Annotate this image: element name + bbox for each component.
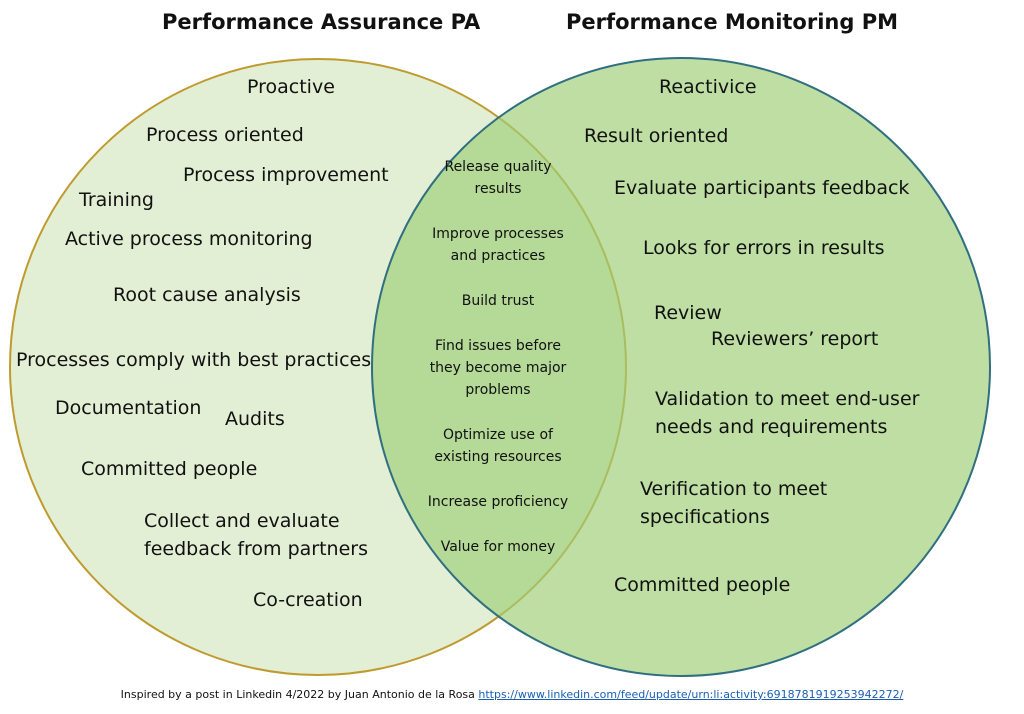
overlap-item-increase-proficiency: Increase proficiency — [427, 494, 569, 510]
left-item-audits: Audits — [225, 408, 285, 430]
left-item-root-cause-analysis: Root cause analysis — [113, 284, 301, 306]
right-item-looks-for-errors: Looks for errors in results — [643, 237, 885, 259]
overlap-item-find-issues-line3: problems — [465, 382, 531, 398]
overlap-item-improve-processes-line2: and practices — [450, 248, 546, 264]
left-item-committed-people: Committed people — [81, 458, 258, 480]
left-item-active-process-monitoring: Active process monitoring — [65, 228, 313, 250]
left-item-process-improvement: Process improvement — [183, 164, 389, 186]
overlap-item-find-issues-line2: they become major — [429, 360, 567, 376]
right-title: Performance Monitoring PM — [566, 10, 898, 34]
footer-text: Inspired by a post in Linkedin 4/2022 by… — [120, 688, 475, 701]
right-item-validation-line2: needs and requirements — [655, 416, 888, 438]
left-item-collect-evaluate-line2: feedback from partners — [144, 538, 368, 560]
left-item-documentation: Documentation — [55, 397, 202, 419]
right-item-validation-line1: Validation to meet end-user — [655, 388, 920, 410]
left-title: Performance Assurance PA — [162, 10, 481, 34]
right-item-result-oriented: Result oriented — [584, 125, 729, 147]
right-item-reviewers-report: Reviewers’ report — [711, 328, 879, 350]
right-item-verification-line1: Verification to meet — [640, 478, 828, 500]
left-item-training: Training — [79, 189, 154, 211]
overlap-item-improve-processes-line1: Improve processes — [432, 226, 564, 242]
footer-link[interactable]: https://www.linkedin.com/feed/update/urn… — [478, 688, 904, 701]
right-item-review: Review — [654, 302, 722, 324]
left-item-best-practices: Processes comply with best practices — [16, 349, 372, 371]
right-item-evaluate-feedback: Evaluate participants feedback — [614, 177, 910, 199]
left-item-process-oriented: Process oriented — [146, 124, 304, 146]
overlap-item-optimize-line2: existing resources — [434, 449, 562, 465]
left-item-co-creation: Co-creation — [253, 589, 363, 611]
overlap-item-value-for-money: Value for money — [440, 539, 556, 555]
overlap-item-build-trust: Build trust — [461, 293, 535, 309]
overlap-item-optimize-line1: Optimize use of — [443, 427, 553, 443]
overlap-item-release-quality-line1: Release quality — [444, 159, 552, 175]
performance-monitoring-circle — [371, 57, 991, 677]
footer-credit: Inspired by a post in Linkedin 4/2022 by… — [0, 688, 1024, 701]
right-item-verification-line2: specifications — [640, 506, 770, 528]
right-item-committed-people: Committed people — [614, 574, 791, 596]
overlap-item-release-quality-line2: results — [474, 181, 522, 197]
right-item-reactivice: Reactivice — [659, 76, 757, 98]
left-item-proactive: Proactive — [247, 76, 335, 98]
left-item-collect-evaluate-line1: Collect and evaluate — [144, 510, 340, 532]
overlap-item-find-issues-line1: Find issues before — [435, 338, 561, 354]
